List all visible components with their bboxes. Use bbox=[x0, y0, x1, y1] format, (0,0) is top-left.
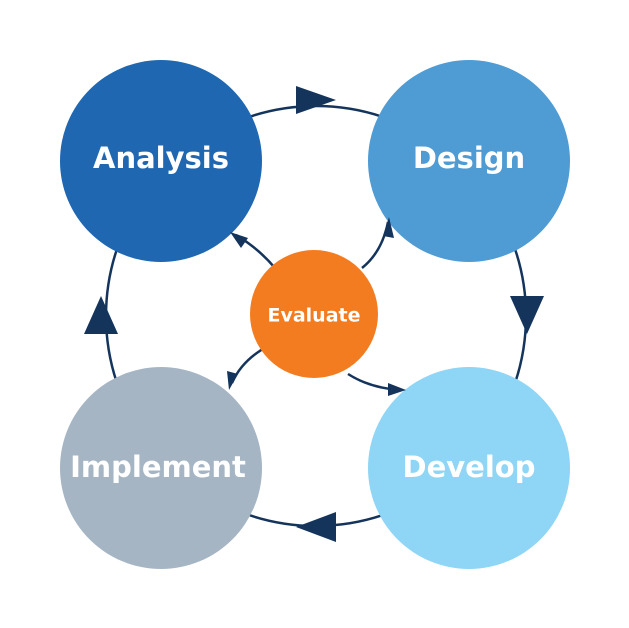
evaluate-node bbox=[250, 250, 378, 378]
arrow-implement-to-analysis-icon bbox=[84, 296, 118, 334]
evaluate-label: Evaluate bbox=[267, 305, 360, 327]
arrow-design-to-develop-icon bbox=[510, 296, 544, 334]
arrow-evaluate-to-develop-icon bbox=[388, 383, 406, 396]
arrow-evaluate-to-design-icon bbox=[383, 217, 394, 238]
arrow-develop-to-implement-icon bbox=[296, 512, 336, 542]
design-node bbox=[368, 60, 570, 262]
develop-label: Develop bbox=[403, 450, 536, 484]
arrow-evaluate-to-analysis-icon bbox=[230, 232, 248, 248]
implement-label: Implement bbox=[70, 450, 246, 484]
develop-node bbox=[368, 367, 570, 569]
arrow-analysis-to-design-icon bbox=[296, 86, 336, 114]
analysis-label: Analysis bbox=[93, 141, 229, 175]
analysis-node bbox=[60, 60, 262, 262]
arrow-evaluate-to-implement-icon bbox=[227, 371, 238, 390]
evaluate-to-design-connector bbox=[361, 221, 390, 269]
implement-node bbox=[60, 367, 262, 569]
design-label: Design bbox=[413, 141, 525, 175]
